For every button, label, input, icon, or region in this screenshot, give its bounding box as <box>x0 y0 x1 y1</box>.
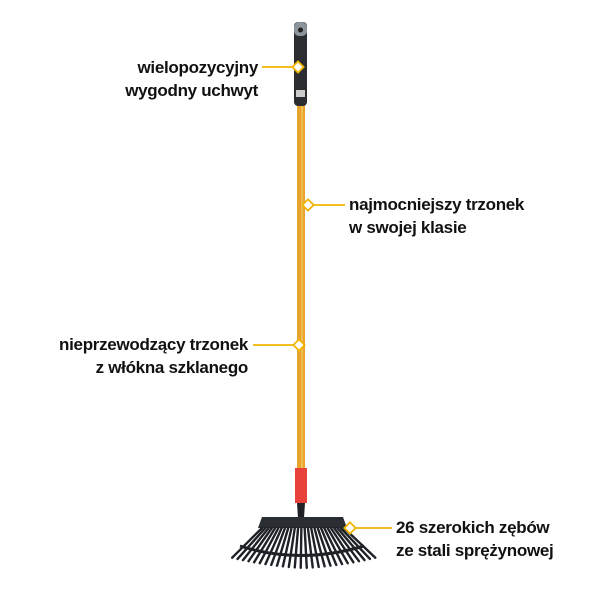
callout-nonconductive-line2: z włókna szklanego <box>95 358 249 377</box>
callout-nonconductive: nieprzewodzący trzonek z włókna szklaneg… <box>59 333 248 379</box>
tine <box>316 526 332 567</box>
callout-strongest-line1: najmocniejszy trzonek <box>349 195 525 214</box>
tine <box>329 526 355 564</box>
tine <box>313 526 326 568</box>
callout-grip: wielopozycyjny wygodny uchwyt <box>125 56 258 102</box>
tine <box>332 526 361 563</box>
tine <box>287 526 296 569</box>
tine <box>241 526 270 562</box>
callout-tines-line2: ze stali sprężynowej <box>396 541 554 560</box>
tine <box>252 526 277 564</box>
callout-grip-line1: wielopozycyjny <box>137 58 258 77</box>
tine <box>230 526 264 559</box>
callout-tines-line1: 26 szerokich zębów <box>396 518 550 537</box>
tine <box>303 526 308 570</box>
callout-strongest: najmocniejszy trzonek w swojej klasie <box>349 193 524 239</box>
callout-nonconductive-line1: nieprzewodzący trzonek <box>59 335 248 354</box>
tine <box>264 526 283 566</box>
tine <box>281 526 293 568</box>
tine <box>323 526 344 566</box>
tine <box>306 526 314 569</box>
tine <box>319 526 338 567</box>
tine <box>270 526 287 567</box>
tine <box>310 526 320 569</box>
callout-strongest-line2: w swojej klasie <box>349 218 467 237</box>
tine <box>236 526 267 561</box>
tine <box>336 526 366 562</box>
callout-tines: 26 szerokich zębów ze stali sprężynowej <box>396 516 554 562</box>
ferrule <box>295 468 307 503</box>
tine <box>275 526 290 567</box>
tine <box>299 526 303 570</box>
tine <box>258 526 280 565</box>
tine <box>326 526 349 565</box>
tine <box>293 526 300 569</box>
rake-head <box>258 517 347 528</box>
tine <box>339 526 372 561</box>
tine <box>247 526 274 563</box>
callout-grip-line2: wygodny uchwyt <box>125 81 258 100</box>
